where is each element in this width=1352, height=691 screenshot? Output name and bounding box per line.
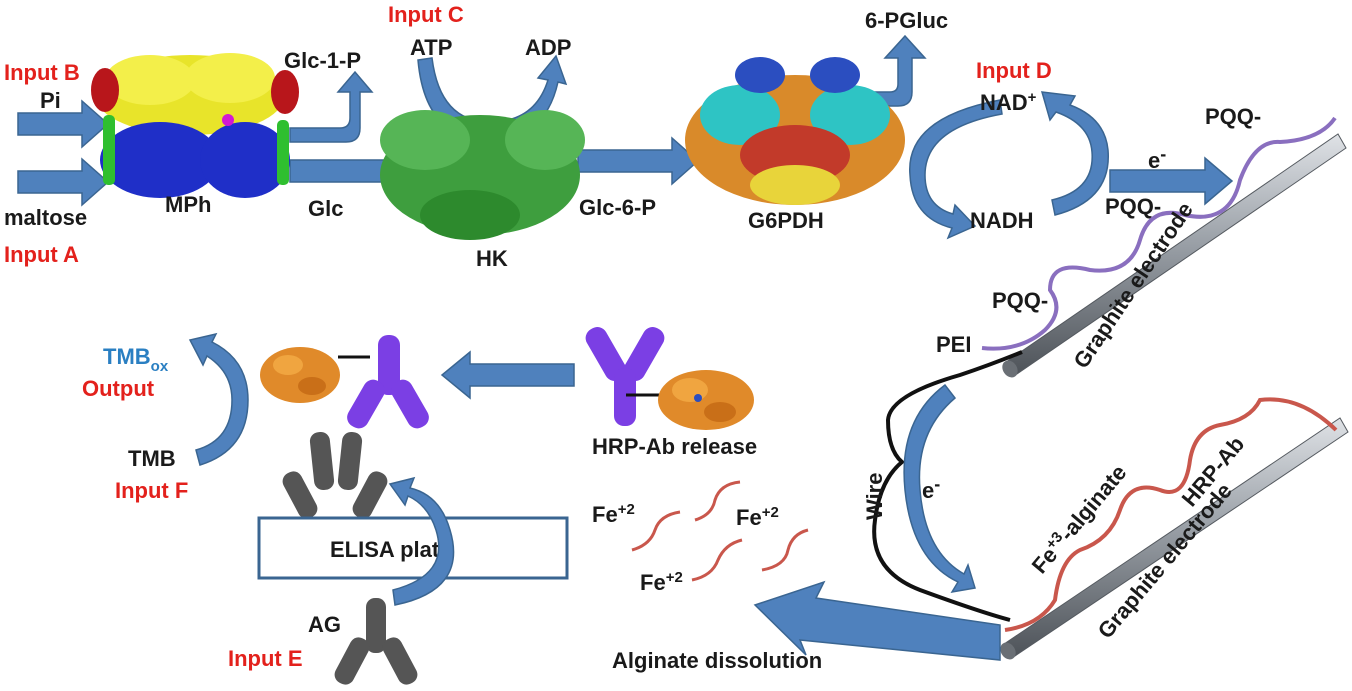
arrow-nad-cycle-right bbox=[1040, 91, 1109, 216]
atp-label: ATP bbox=[410, 35, 452, 60]
pqq-polymer-line bbox=[981, 116, 1337, 351]
arrow-6pgluc bbox=[854, 34, 927, 107]
e-top-sup: - bbox=[1160, 144, 1166, 164]
e-top-label: e- bbox=[1148, 144, 1166, 173]
g6pdh-label: G6PDH bbox=[748, 208, 824, 233]
tmb-ox-sub: ox bbox=[151, 358, 169, 375]
g6pdh-protein-icon bbox=[685, 57, 905, 205]
hrp-protein-icon-right bbox=[658, 370, 754, 430]
hk-protein-icon bbox=[380, 110, 585, 240]
hk-label: HK bbox=[476, 246, 508, 271]
fe-a-sup: +2 bbox=[618, 501, 635, 518]
glc6p-label: Glc-6-P bbox=[579, 195, 656, 220]
antibody-icon-ag bbox=[334, 598, 418, 685]
input-e-label: Input E bbox=[228, 646, 303, 671]
antibody-icon-hrp-release bbox=[585, 327, 665, 426]
nad-main: NAD bbox=[980, 90, 1028, 115]
arrow-nad-cycle-left bbox=[909, 99, 1003, 240]
mph-protein-icon bbox=[91, 53, 299, 198]
nadh-label: NADH bbox=[970, 208, 1034, 233]
maltose-label: maltose bbox=[4, 205, 87, 230]
alginate-dissolution-label: Alginate dissolution bbox=[612, 648, 822, 673]
antibody-icon-detection bbox=[347, 335, 429, 429]
hrp-ab-release-label: HRP-Ab release bbox=[592, 434, 757, 459]
input-f-label: Input F bbox=[115, 478, 188, 503]
fe-b-sup: +2 bbox=[762, 504, 779, 521]
wire-label: Wire bbox=[862, 473, 887, 520]
6pgluc-label: 6-PGluc bbox=[865, 8, 948, 33]
electrode-icon-bottom bbox=[1000, 417, 1349, 660]
input-c-label: Input C bbox=[388, 2, 464, 27]
input-a-label: Input A bbox=[4, 242, 79, 267]
pqq-label-2: PQQ- bbox=[1105, 194, 1161, 219]
arrow-electron-down bbox=[903, 383, 976, 594]
fe-label-a: Fe+2 bbox=[592, 501, 635, 527]
output-label: Output bbox=[82, 376, 155, 401]
fe-label-c: Fe+2 bbox=[640, 569, 683, 595]
fe-c-main: Fe bbox=[640, 570, 666, 595]
elisa-plate-box bbox=[257, 516, 569, 580]
arrow-alginate-dissolution bbox=[753, 580, 1001, 661]
alginate-polymer-line bbox=[1004, 397, 1338, 632]
nad-label: NAD+ bbox=[980, 89, 1037, 115]
arrow-tmb-oxidation bbox=[188, 332, 249, 466]
antibody-icon-capture bbox=[282, 432, 388, 519]
input-arrows bbox=[17, 34, 1234, 207]
tmb-ox-main: TMB bbox=[103, 344, 151, 369]
pi-label: Pi bbox=[40, 88, 61, 113]
graphite-label-top: Graphite electrode bbox=[1068, 198, 1197, 373]
input-d-label: Input D bbox=[976, 58, 1052, 83]
fe-label-b: Fe+2 bbox=[736, 504, 779, 530]
electrode-icon-top bbox=[1002, 133, 1347, 378]
arrow-maltose bbox=[17, 157, 110, 207]
arrow-pi bbox=[17, 99, 110, 149]
adp-label: ADP bbox=[525, 35, 571, 60]
glc1p-label: Glc-1-P bbox=[284, 48, 361, 73]
pqq-label-1: PQQ- bbox=[1205, 104, 1261, 129]
fe3-rest: -alginate bbox=[1054, 460, 1131, 545]
arrow-glc1p bbox=[289, 70, 374, 143]
ag-label: AG bbox=[308, 612, 341, 637]
nad-sup: + bbox=[1028, 89, 1037, 106]
pei-label: PEI bbox=[936, 332, 971, 357]
e-top-main: e bbox=[1148, 148, 1160, 173]
e-mid-main: e bbox=[922, 478, 934, 503]
elisa-plate-label: ELISA plate bbox=[330, 537, 451, 562]
tmb-ox-label: TMBox bbox=[103, 344, 169, 375]
arrow-to-bound-ab bbox=[440, 350, 575, 400]
graphite-label-bottom: Graphite electrode bbox=[1093, 478, 1237, 643]
wire-line bbox=[872, 350, 1023, 622]
e-mid-sup: - bbox=[934, 474, 940, 494]
tmb-label: TMB bbox=[128, 446, 176, 471]
fe-ion-strands bbox=[631, 480, 809, 582]
fe-a-main: Fe bbox=[592, 502, 618, 527]
fe-c-sup: +2 bbox=[666, 569, 683, 586]
arrow-ag-binding bbox=[388, 476, 455, 606]
glc-label: Glc bbox=[308, 196, 343, 221]
arrow-electron-top bbox=[1109, 156, 1234, 206]
arrow-hk-g6pdh bbox=[577, 136, 700, 186]
e-mid-label: e- bbox=[922, 474, 940, 503]
fe-b-main: Fe bbox=[736, 505, 762, 530]
pqq-label-3: PQQ- bbox=[992, 288, 1048, 313]
hrp-protein-icon-left bbox=[260, 347, 340, 403]
input-b-label: Input B bbox=[4, 60, 80, 85]
mph-label: MPh bbox=[165, 192, 211, 217]
